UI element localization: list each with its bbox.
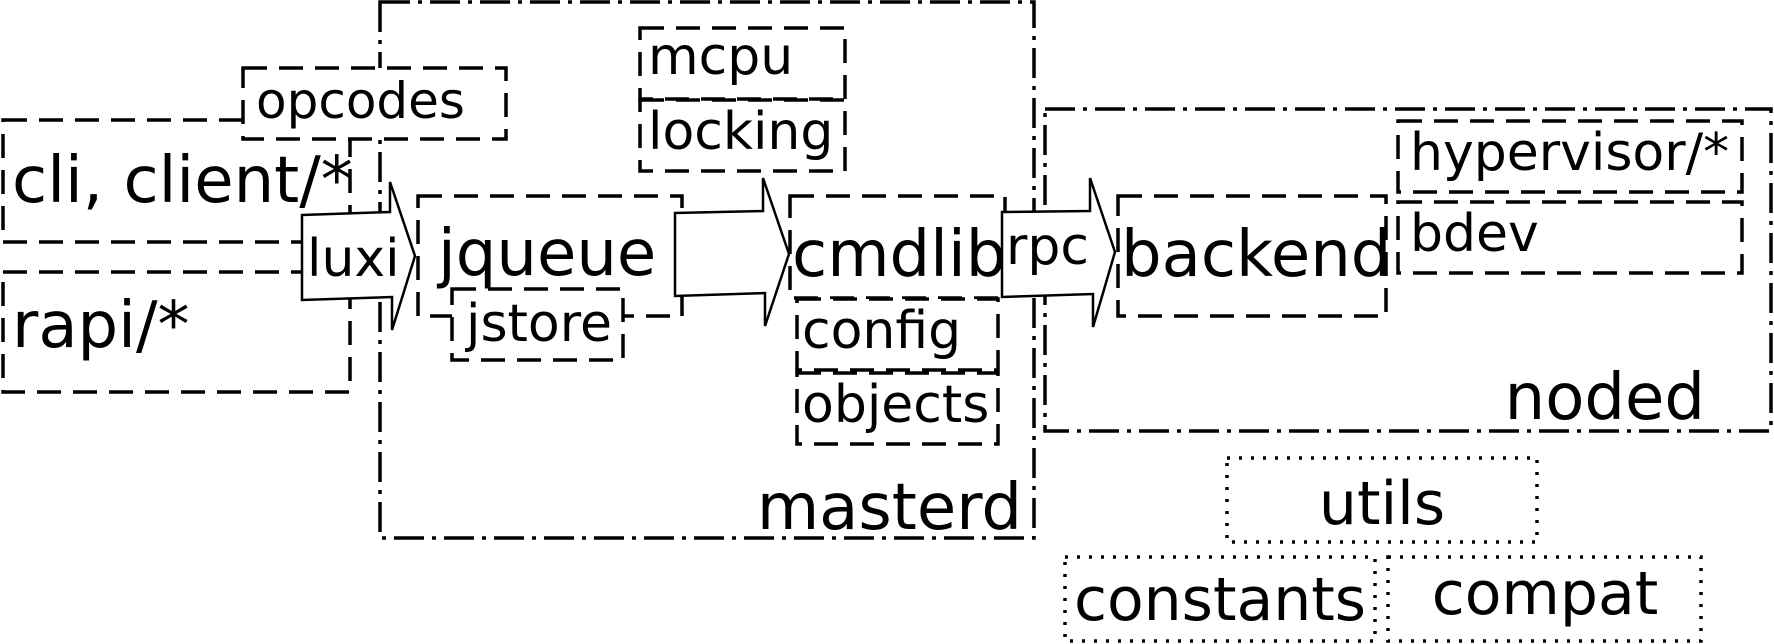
mcpu-label: mcpu (648, 27, 793, 87)
mcpu-box (638, 26, 847, 101)
backend-box (1116, 194, 1388, 318)
cli-client-box (1, 118, 352, 244)
backend-label: backend (1121, 218, 1391, 292)
objects-label: objects (802, 375, 989, 435)
objects-box (795, 371, 1000, 446)
constants-label: constants (1074, 565, 1366, 635)
cmdlib-label: cmdlib (792, 218, 1006, 292)
config-label: config (802, 301, 961, 361)
utils-label: utils (1319, 469, 1445, 539)
jqueue-label: jqueue (436, 217, 656, 291)
rpc-arrow (1000, 177, 1117, 328)
opcodes-label: opcodes (256, 72, 465, 130)
rapi-label: rapi/* (12, 289, 190, 363)
luxi-label: luxi (307, 229, 400, 289)
jstore-label: jstore (465, 294, 612, 354)
compat-box (1386, 555, 1703, 643)
locking-label: locking (648, 102, 833, 162)
constants-box (1063, 555, 1377, 643)
config-box (795, 297, 1000, 372)
noded-box (1043, 107, 1773, 433)
luxi-arrow (300, 181, 417, 331)
masterd-label: masterd (757, 471, 1022, 545)
hypervisor-box (1396, 119, 1744, 194)
utils-box (1225, 456, 1539, 544)
rapi-box (1, 270, 352, 394)
bdev-label: bdev (1410, 204, 1539, 264)
rpc-label: rpc (1006, 217, 1089, 277)
cmdlib-arrow (673, 177, 791, 327)
hypervisor-label: hypervisor/* (1410, 123, 1729, 183)
opcodes-box (241, 66, 508, 141)
noded-label: noded (1505, 361, 1705, 435)
bdev-box (1396, 200, 1744, 275)
compat-label: compat (1432, 559, 1659, 629)
locking-box (638, 98, 847, 173)
jstore-box (450, 287, 625, 362)
cli-client-label: cli, client/* (12, 144, 353, 218)
